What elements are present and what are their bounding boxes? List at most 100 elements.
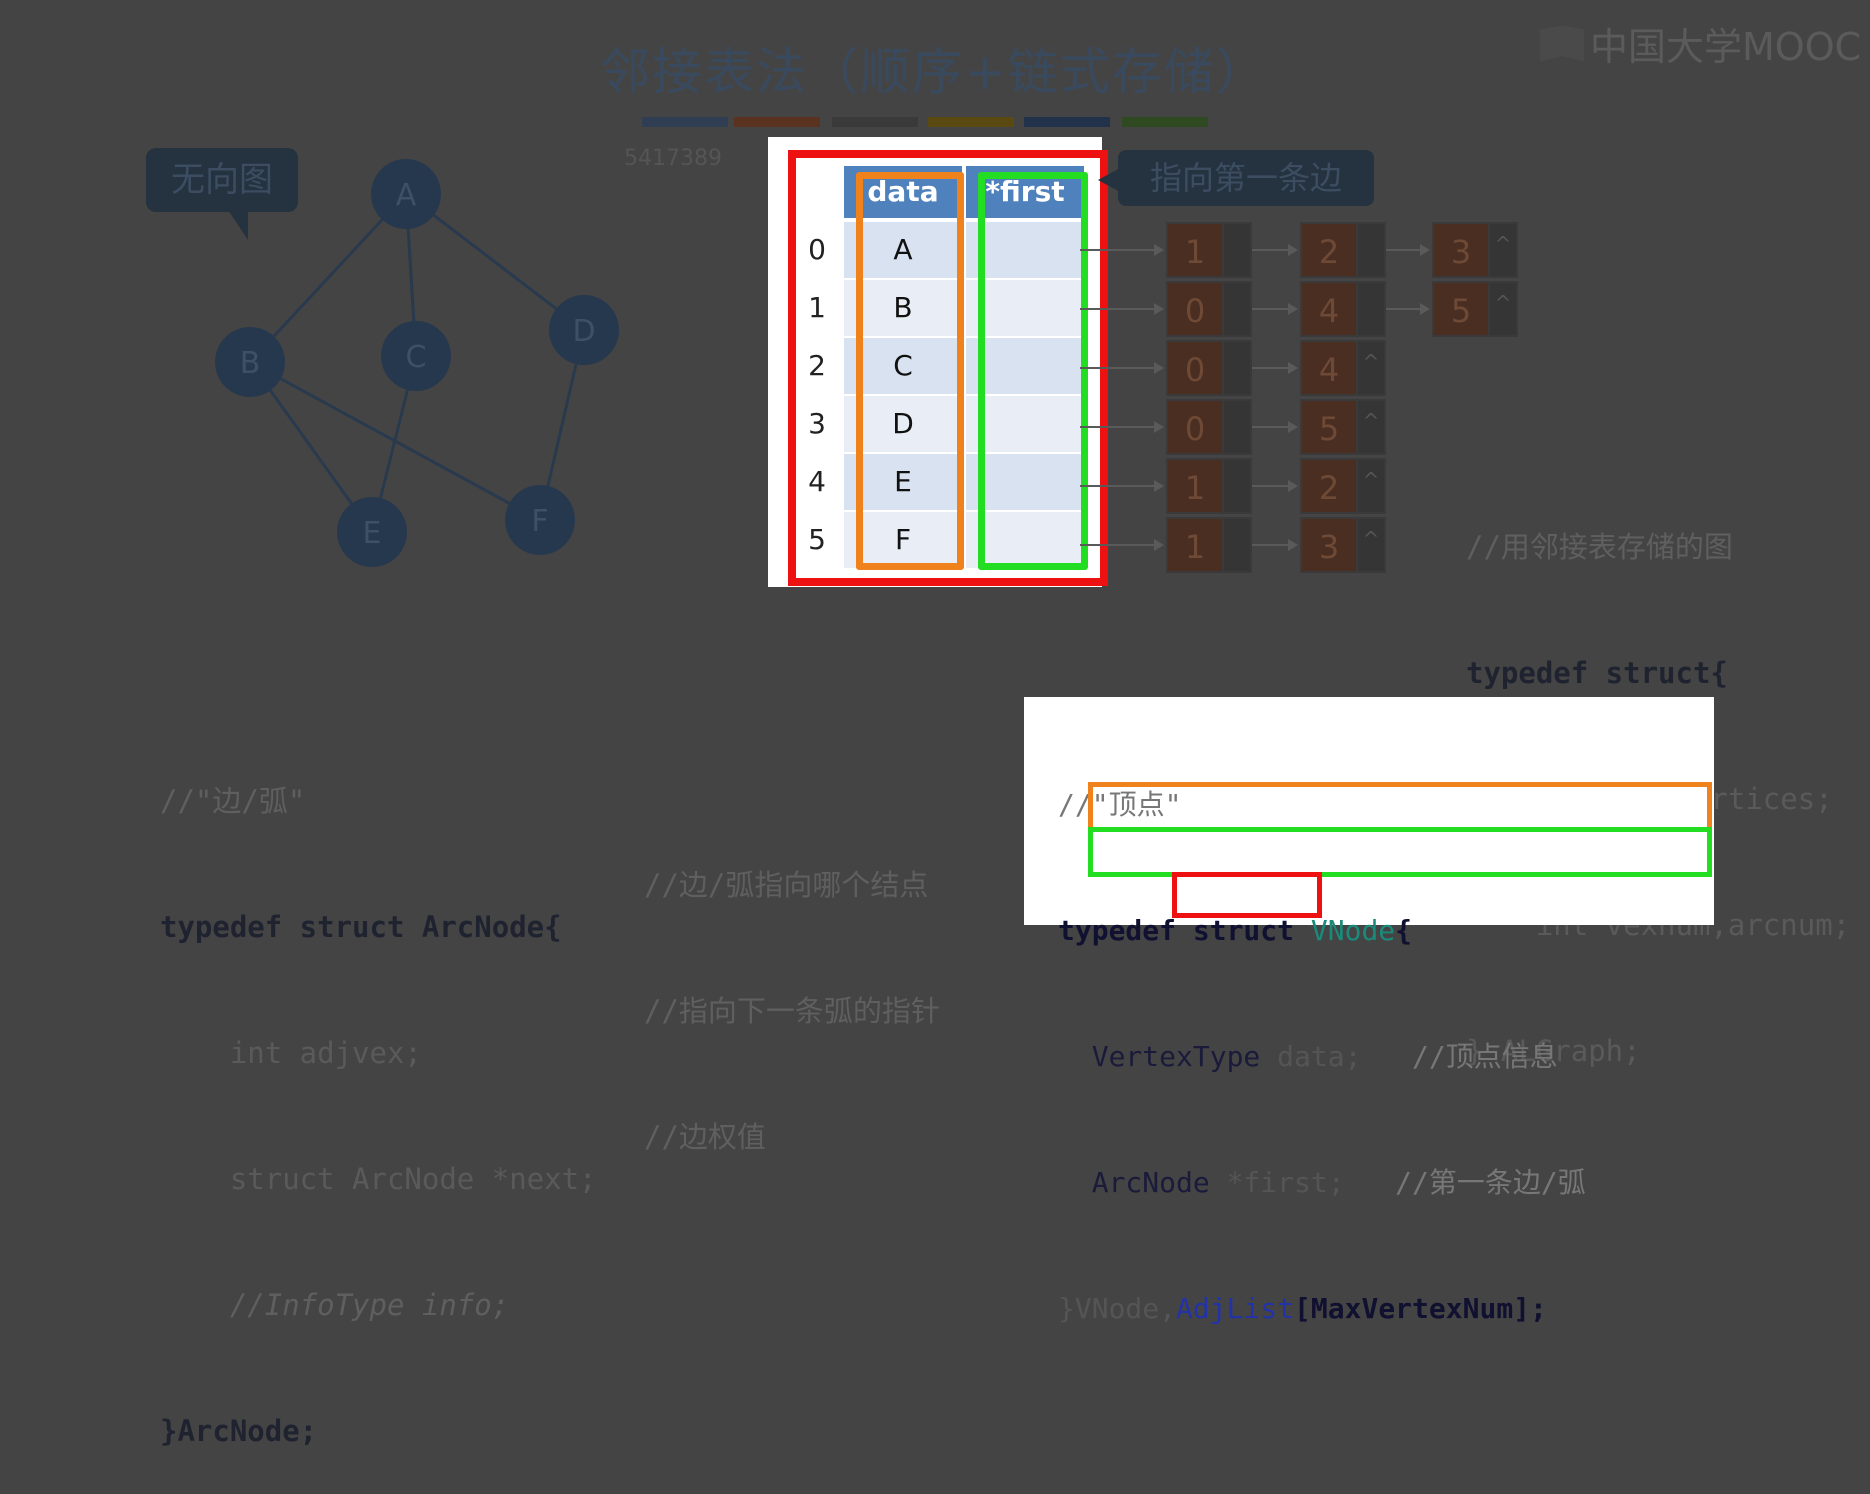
stripe-5 xyxy=(1122,117,1208,127)
arc-arrow xyxy=(1252,539,1298,551)
first-pointer-cell xyxy=(966,396,1084,452)
first-column-highlight xyxy=(978,172,1088,570)
bubble-tail xyxy=(228,210,248,240)
arcnode-comment: //"边/弧" xyxy=(160,784,306,818)
arc-node: 4 xyxy=(1300,281,1386,337)
arc-node: 5^ xyxy=(1432,281,1518,337)
arc-node: 3^ xyxy=(1300,517,1386,573)
brand-name: 中国大学MOOC xyxy=(1590,25,1862,69)
first-pointer-cell xyxy=(966,512,1084,568)
arc-node: 0 xyxy=(1166,281,1252,337)
row-index: 4 xyxy=(808,465,826,498)
adjvex-value: 0 xyxy=(1166,281,1224,337)
first-field-highlight xyxy=(1088,827,1712,877)
adjlist-highlight xyxy=(1172,872,1322,918)
graph-node-B: B xyxy=(215,327,285,397)
null-pointer: ^ xyxy=(1358,399,1386,455)
first-pointer-cell xyxy=(966,338,1084,394)
arc-node: 1 xyxy=(1166,517,1252,573)
graph-node-F: F xyxy=(505,485,575,555)
row-index: 3 xyxy=(808,407,826,440)
next-pointer xyxy=(1224,222,1252,278)
null-pointer: ^ xyxy=(1490,222,1518,278)
next-pointer xyxy=(1224,281,1252,337)
vnode-comment: //"顶点" xyxy=(1058,788,1182,821)
adjlist-name: AdjList xyxy=(1176,1292,1295,1325)
graph-node-D: D xyxy=(549,295,619,365)
arcnode-line-2: int adjvex; xyxy=(160,1036,422,1070)
null-pointer: ^ xyxy=(1358,340,1386,396)
arc-arrow xyxy=(1080,421,1164,433)
arc-node: 5^ xyxy=(1300,399,1386,455)
adjvex-value: 1 xyxy=(1166,458,1224,514)
arc-node: 3^ xyxy=(1432,222,1518,278)
arc-arrow xyxy=(1080,539,1164,551)
adjvex-comment: //边/弧指向哪个结点 xyxy=(644,868,929,902)
first-pointer-cell xyxy=(966,280,1084,336)
vertex-data-cell: D xyxy=(844,396,962,452)
arc-node: 2 xyxy=(1300,222,1386,278)
mooc-logo: 中国大学MOOC xyxy=(1540,16,1861,71)
next-pointer xyxy=(1224,517,1252,573)
arc-arrow xyxy=(1080,362,1164,374)
stripe-0 xyxy=(642,117,728,127)
svg-text:B: B xyxy=(240,346,261,381)
first-pointer-cell xyxy=(966,454,1084,510)
arc-arrow xyxy=(1252,244,1298,256)
first-field: *first; xyxy=(1209,1166,1345,1199)
data-field-comment: //顶点信息 xyxy=(1361,1040,1558,1073)
null-pointer: ^ xyxy=(1358,517,1386,573)
graph-type-bubble: 无向图 xyxy=(146,148,298,212)
vnode-close: }VNode, xyxy=(1058,1292,1177,1325)
null-pointer: ^ xyxy=(1358,458,1386,514)
next-comment: //指向下一条弧的指针 xyxy=(644,994,940,1028)
next-pointer xyxy=(1224,340,1252,396)
slide-title: 邻接表法（顺序+链式存储） xyxy=(600,43,1268,101)
null-pointer: ^ xyxy=(1490,281,1518,337)
arcnode-line-1: typedef struct ArcNode{ xyxy=(160,910,562,944)
arcnode-comments: //边/弧指向哪个结点 //指向下一条弧的指针 //边权值 xyxy=(644,780,940,1200)
graph-node-A: A xyxy=(371,159,441,229)
arcnode-type: ArcNode xyxy=(1058,1166,1210,1199)
row-index: 5 xyxy=(808,523,826,556)
svg-text:F: F xyxy=(531,504,548,539)
vertex-data-cell: C xyxy=(844,338,962,394)
adjvex-value: 3 xyxy=(1300,517,1358,573)
graph-edge-A-D xyxy=(405,192,585,332)
arcnode-line-5: }ArcNode; xyxy=(160,1414,318,1448)
stripe-3 xyxy=(928,117,1014,127)
row-index: 2 xyxy=(808,349,826,382)
arcnode-code: //"边/弧" typedef struct ArcNode{ int adjv… xyxy=(160,696,597,1494)
svg-text:A: A xyxy=(396,178,417,213)
adjvex-value: 0 xyxy=(1166,399,1224,455)
vnode-kw: typedef struct xyxy=(1058,914,1311,947)
adjvex-value: 4 xyxy=(1300,281,1358,337)
arcnode-line-4: //InfoType info; xyxy=(160,1288,510,1322)
row-index: 1 xyxy=(808,291,826,324)
adjvex-value: 2 xyxy=(1300,222,1358,278)
adjlist-size: [MaxVertexNum]; xyxy=(1294,1292,1547,1325)
arc-arrow xyxy=(1252,303,1298,315)
arc-arrow xyxy=(1080,480,1164,492)
stripe-1 xyxy=(734,117,820,127)
vnode-type-name: VNode xyxy=(1310,914,1396,947)
arc-arrow xyxy=(1252,480,1298,492)
vertex-data-cell: A xyxy=(844,222,962,278)
first-pointer-callout: 指向第一条边 xyxy=(1118,150,1374,206)
graph-node-C: C xyxy=(381,321,451,391)
adjvex-value: 0 xyxy=(1166,340,1224,396)
next-pointer xyxy=(1358,281,1386,337)
adjvex-value: 1 xyxy=(1166,517,1224,573)
adjvex-value: 1 xyxy=(1166,222,1224,278)
arc-node: 0 xyxy=(1166,399,1252,455)
vertex-data-cell: B xyxy=(844,280,962,336)
svg-text:C: C xyxy=(406,340,427,375)
algraph-comment: //用邻接表存储的图 xyxy=(1466,530,1733,564)
adjvex-value: 2 xyxy=(1300,458,1358,514)
data-field-highlight xyxy=(1088,782,1712,832)
vertextype-type: VertexType xyxy=(1058,1040,1261,1073)
algraph-line-1: typedef struct{ xyxy=(1466,656,1728,690)
info-comment: //边权值 xyxy=(644,1120,766,1154)
arc-node: 2^ xyxy=(1300,458,1386,514)
next-pointer xyxy=(1224,458,1252,514)
